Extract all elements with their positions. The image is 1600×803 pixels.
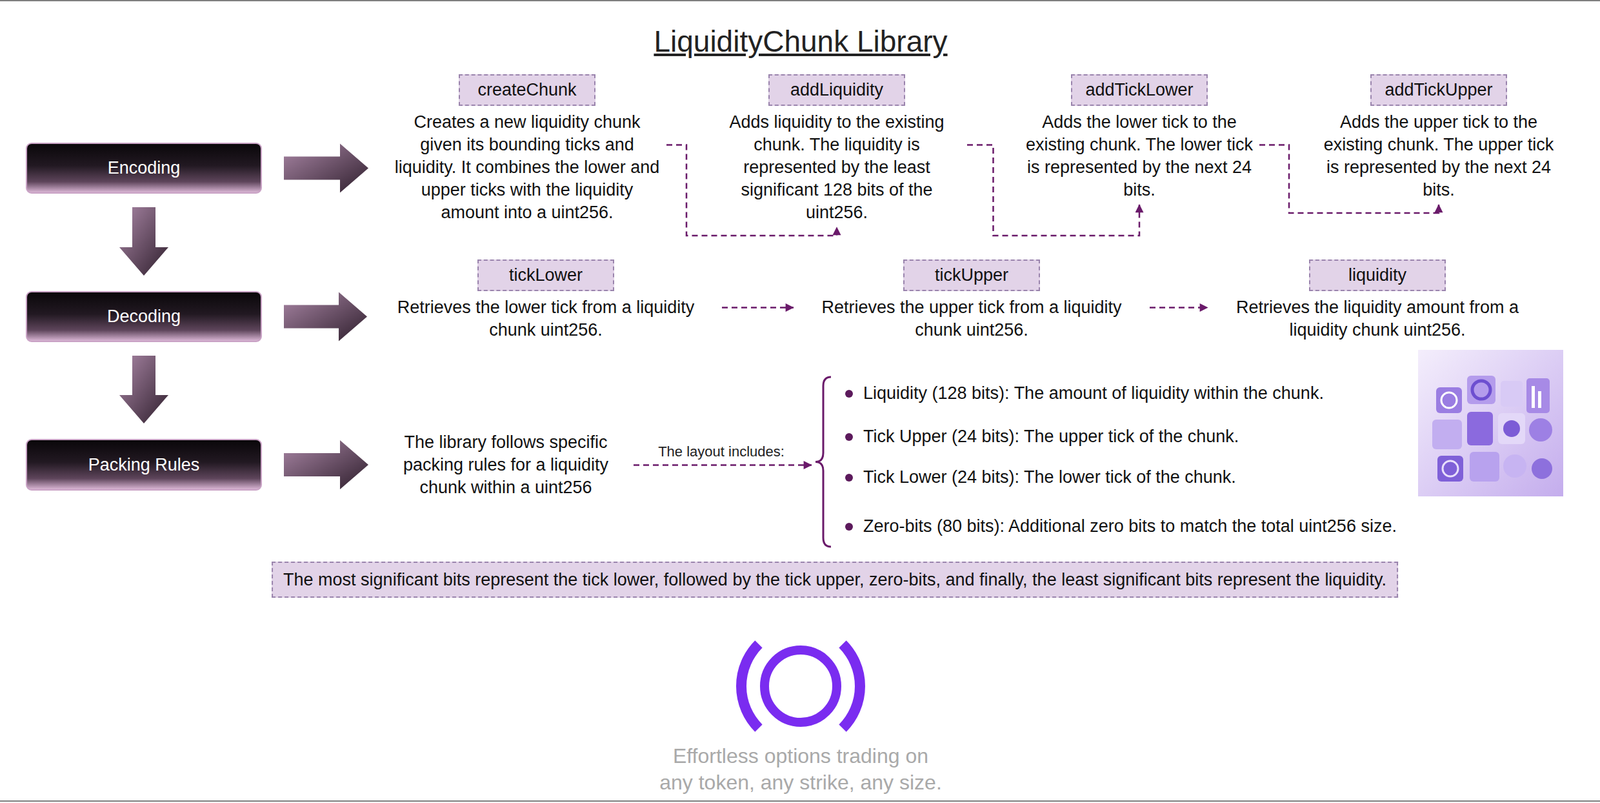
body-text: The library follows specific packing rul… (383, 430, 629, 499)
function-description: Adds the lower tick to the existing chun… (1023, 110, 1256, 202)
function-description: Retrieves the upper tick from a liquidit… (798, 296, 1145, 342)
illustration-coin (1472, 380, 1491, 399)
function-block: addTickLowerAdds the lower tick to the e… (1023, 74, 1256, 202)
function-name: tickLower (477, 259, 615, 291)
function-name: addLiquidity (768, 74, 906, 106)
list-row: Zero-bits (80 bits): Additional zero bit… (845, 514, 1397, 538)
illustration-coin (1503, 454, 1527, 478)
stage-label: Encoding (107, 156, 181, 180)
logo-ring (764, 649, 837, 722)
logo (741, 643, 860, 728)
illustration-tile (1437, 455, 1464, 482)
block-arrow (283, 440, 369, 490)
illustration-tile (1500, 380, 1523, 407)
function-block: tickUpperRetrieves the upper tick from a… (798, 259, 1145, 342)
bullet-dot (845, 473, 853, 482)
list-row: Tick Lower (24 bits): The lower tick of … (845, 465, 1237, 489)
logo-bracket (842, 643, 860, 728)
stage-label: Packing Rules (88, 453, 200, 477)
illustration-coin (1529, 418, 1553, 442)
function-name: liquidity (1309, 259, 1446, 291)
function-block: tickLowerRetrieves the lower tick from a… (374, 259, 717, 342)
illustration-tile (1469, 451, 1500, 482)
illustration-tile (1498, 412, 1526, 444)
function-description: Retrieves the lower tick from a liquidit… (374, 296, 717, 342)
layout-item: Zero-bits (80 bits): Additional zero bit… (863, 514, 1397, 538)
note-text: The most significant bits represent the … (283, 568, 1387, 591)
block-arrow (119, 355, 169, 424)
illustration-ground (1418, 349, 1564, 497)
dashed-connector (1149, 306, 1208, 309)
layout-item: Tick Upper (24 bits): The upper tick of … (863, 425, 1239, 448)
illustration-tile (1526, 378, 1550, 413)
illustration-bar (1538, 390, 1542, 408)
function-name: tickUpper (903, 259, 1040, 291)
brace-path (815, 376, 831, 547)
stage-box: Decoding (25, 290, 262, 342)
illustration-tile (1467, 375, 1496, 404)
layout-list: Liquidity (128 bits): The amount of liqu… (814, 375, 1473, 548)
function-description: Creates a new liquidity chunk given its … (391, 110, 663, 224)
function-name: addTickUpper (1370, 74, 1508, 106)
text-block: The library follows specific packing rul… (383, 430, 629, 499)
illustration-tile (1436, 387, 1462, 413)
illustration-coin (1441, 392, 1457, 408)
block-arrow (283, 292, 368, 342)
bullet-dot (845, 522, 853, 531)
frame-line (0, 0, 1600, 2)
bullet-dot (845, 432, 853, 441)
layout-item: Tick Lower (24 bits): The lower tick of … (863, 465, 1237, 489)
function-description: Adds the upper tick to the existing chun… (1322, 110, 1555, 202)
dashed-connector (1259, 145, 1439, 214)
function-description: Adds liquidity to the existing chunk. Th… (710, 110, 964, 224)
function-block: liquidityRetrieves the liquidity amount … (1212, 259, 1542, 342)
illustration-coin (1503, 420, 1520, 437)
function-block: createChunkCreates a new liquidity chunk… (391, 74, 663, 224)
list-row: Liquidity (128 bits): The amount of liqu… (845, 381, 1324, 405)
bullet-dot (845, 389, 853, 398)
illustration-tile (1432, 419, 1462, 450)
diagram-title: LiquidityChunk Library (653, 23, 948, 60)
frame-line (0, 800, 1600, 802)
illustration-coin (1442, 460, 1459, 477)
brace (814, 375, 833, 548)
block-arrow (119, 207, 169, 276)
dashed-connector (633, 463, 812, 466)
function-name: addTickLower (1070, 74, 1208, 106)
block-arrow (283, 143, 369, 193)
stage-box: Packing Rules (25, 438, 262, 491)
function-name: createChunk (458, 74, 596, 106)
logo-bracket (741, 643, 759, 728)
connector-label: The layout includes: (656, 443, 787, 460)
note-box: The most significant bits represent the … (271, 561, 1399, 598)
illustration-coin (1531, 458, 1553, 479)
stage-label: Decoding (107, 305, 181, 328)
stage-box: Encoding (25, 142, 262, 194)
function-description: Retrieves the liquidity amount from a li… (1212, 296, 1542, 342)
function-block: addTickUpperAdds the upper tick to the e… (1322, 74, 1555, 202)
illustration-tile (1467, 411, 1493, 446)
tagline: Effortless options trading on any token,… (639, 742, 962, 796)
layout-item: Liquidity (128 bits): The amount of liqu… (863, 381, 1324, 405)
function-block: addLiquidityAdds liquidity to the existi… (710, 74, 964, 224)
dashed-connector (721, 306, 794, 309)
crypto-illustration (1418, 349, 1564, 497)
list-row: Tick Upper (24 bits): The upper tick of … (845, 425, 1239, 448)
illustration-bar (1531, 385, 1535, 408)
